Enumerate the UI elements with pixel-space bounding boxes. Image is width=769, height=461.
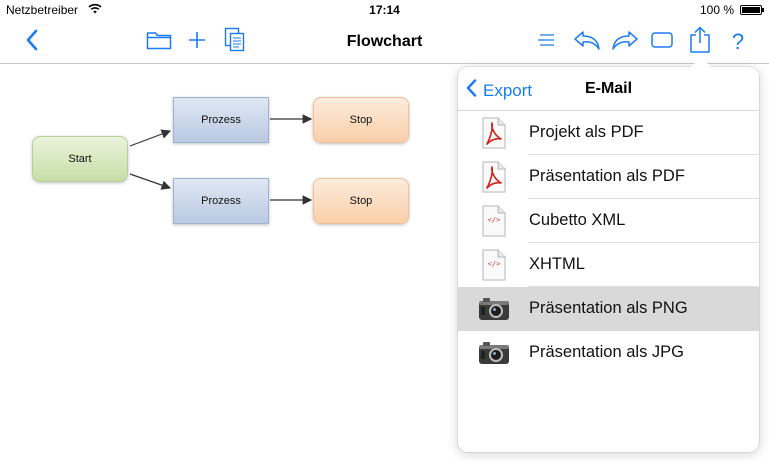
export-menu-item[interactable]: Projekt als PDF (458, 111, 759, 155)
back-chevron-icon (25, 29, 39, 56)
flowchart-node-process-2[interactable]: Prozess (173, 178, 269, 224)
share-button[interactable] (688, 25, 712, 59)
camera-icon (478, 337, 510, 369)
help-button[interactable]: ? (728, 28, 748, 56)
export-menu-item[interactable]: Präsentation als PNG (458, 287, 759, 331)
export-popover: Export E-Mail Projekt als PDF Präsentati… (458, 67, 759, 452)
export-menu-item[interactable]: </> Cubetto XML (458, 199, 759, 243)
node-label: Stop (349, 195, 373, 207)
export-menu-item[interactable]: Präsentation als JPG (458, 331, 759, 375)
shape-style-button[interactable] (650, 28, 674, 56)
list-button[interactable] (536, 28, 556, 56)
share-icon (689, 25, 711, 59)
flowchart-node-start[interactable]: Start (32, 136, 128, 182)
menu-item-label: Präsentation als JPG (529, 343, 684, 361)
folder-icon (146, 30, 172, 55)
node-label: Stop (349, 114, 373, 126)
export-back-label: Export (483, 80, 533, 100)
code-file-icon: </> (478, 205, 510, 237)
menu-item-label: Präsentation als PNG (529, 299, 688, 317)
undo-button[interactable] (572, 28, 602, 56)
help-icon: ? (731, 29, 745, 54)
duplicate-icon (224, 27, 246, 58)
menu-item-label: XHTML (529, 255, 585, 273)
status-bar: Netzbetreiber 17:14 100 % (0, 0, 769, 20)
wifi-icon (88, 3, 102, 17)
plus-icon (188, 31, 206, 54)
rectangle-icon (651, 31, 673, 53)
nav-bar: Flowchart ? (0, 20, 769, 64)
export-menu-item[interactable]: </> XHTML (458, 243, 759, 287)
new-document-button[interactable] (185, 28, 209, 56)
undo-icon (573, 29, 601, 56)
flowchart-node-stop-1[interactable]: Stop (313, 97, 409, 143)
carrier-label: Netzbetreiber (6, 3, 79, 17)
camera-icon (478, 293, 510, 325)
popover-arrow (690, 57, 712, 68)
battery-icon (740, 5, 764, 15)
chevron-left-icon (466, 79, 477, 102)
flowchart-node-stop-2[interactable]: Stop (313, 178, 409, 224)
popover-title: E-Mail (584, 80, 633, 97)
code-file-icon: </> (478, 249, 510, 281)
duplicate-button[interactable] (222, 27, 248, 58)
list-icon (537, 32, 555, 53)
node-label: Start (68, 153, 92, 165)
node-label: Prozess (201, 195, 241, 207)
clock-label: 17:14 (369, 3, 400, 17)
redo-button[interactable] (610, 28, 640, 56)
page-title: Flowchart (346, 33, 423, 50)
export-menu-list: Projekt als PDF Präsentation als PDF </>… (458, 111, 759, 375)
pdf-file-icon (478, 161, 510, 193)
pdf-file-icon (478, 117, 510, 149)
export-back-button[interactable]: Export (466, 79, 532, 102)
open-document-button[interactable] (145, 28, 173, 56)
menu-item-label: Präsentation als PDF (529, 167, 685, 185)
battery-percentage: 100 % (700, 3, 735, 17)
node-label: Prozess (201, 114, 241, 126)
export-menu-item[interactable]: Präsentation als PDF (458, 155, 759, 199)
menu-item-label: Projekt als PDF (529, 123, 644, 141)
flowchart-node-process-1[interactable]: Prozess (173, 97, 269, 143)
menu-item-label: Cubetto XML (529, 211, 626, 229)
back-button[interactable] (20, 28, 44, 56)
popover-header: Export E-Mail (458, 67, 759, 111)
redo-icon (611, 29, 639, 56)
